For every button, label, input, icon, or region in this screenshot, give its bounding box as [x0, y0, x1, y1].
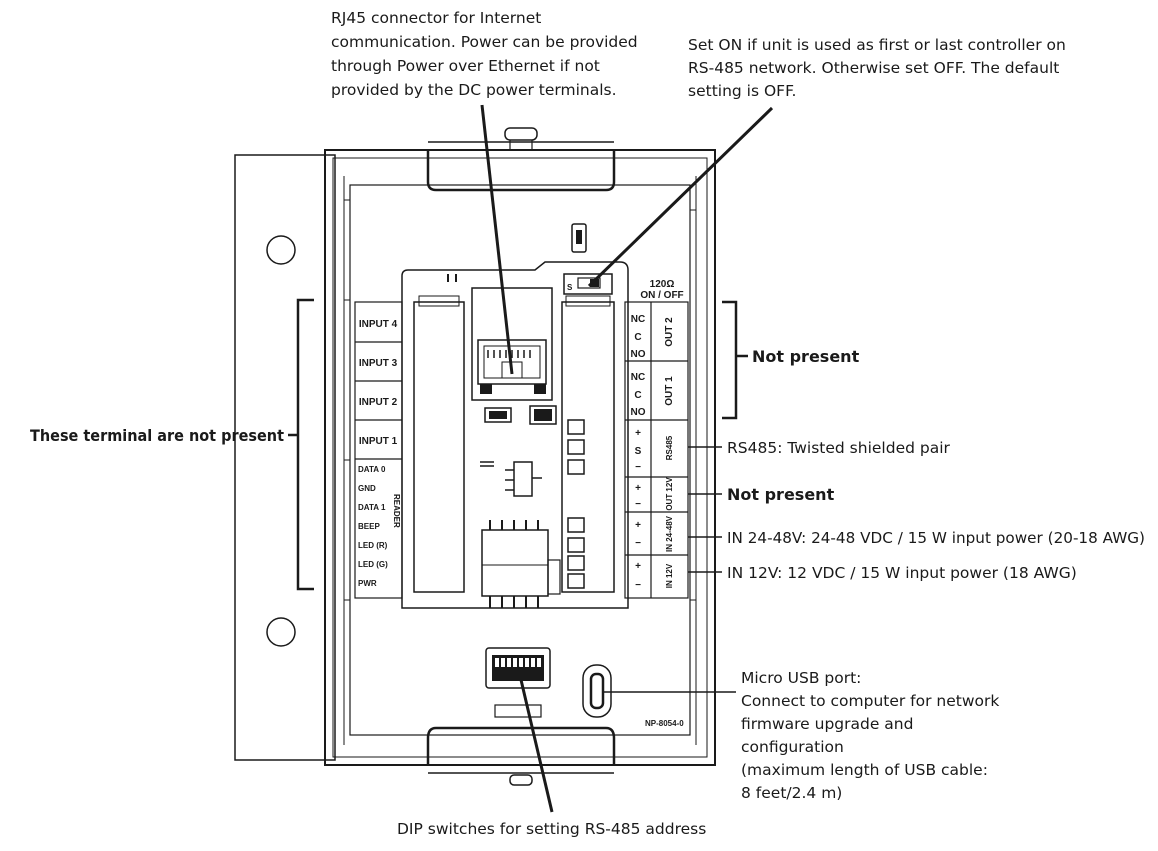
pcb: S 120Ω ON / OFF: [401, 261, 684, 609]
terminal-input-3: INPUT 3: [359, 358, 398, 369]
rj45-note-line-3: through Power over Ethernet if not: [331, 57, 600, 75]
terminal-led-g: LED (G): [358, 560, 388, 569]
switch-mark: S: [567, 283, 573, 292]
out1-pin-no: NO: [631, 407, 646, 418]
terminal-reader-label: READER: [392, 494, 401, 528]
usb-note-line-5: (maximum length of USB cable:: [741, 761, 988, 779]
out12-pin-minus: −: [635, 499, 641, 510]
out12-pin-plus: +: [635, 483, 641, 494]
out2-pin-no: NO: [631, 349, 646, 360]
jumper-label-onoff: ON / OFF: [640, 290, 683, 301]
in12-note: IN 12V: 12 VDC / 15 W input power (18 AW…: [727, 564, 1077, 582]
rs485-label: RS485: [665, 435, 674, 460]
usb-note-line-4: configuration: [741, 738, 844, 756]
left-terminal-strip: INPUT 4 INPUT 3 INPUT 2 INPUT 1 DATA 0 G…: [354, 301, 403, 599]
out2-label: OUT 2: [664, 317, 675, 347]
out2-pin-nc: NC: [631, 314, 645, 325]
terminal-input-1: INPUT 1: [359, 436, 398, 447]
usb-note-line-2: Connect to computer for network: [741, 692, 999, 710]
in12-label: IN 12V: [665, 563, 674, 588]
top-slide-switch: [571, 223, 587, 253]
terminals-not-present-note: These terminal are not present: [30, 426, 284, 445]
terminal-led-r: LED (R): [358, 541, 388, 550]
usb-note-line-6: 8 feet/2.4 m): [741, 784, 842, 802]
termination-note-line-3: setting is OFF.: [688, 82, 796, 100]
callout-lines: [288, 104, 774, 813]
termination-note-line-2: RS-485 network. Otherwise set OFF. The d…: [688, 59, 1059, 77]
terminal-screws: [567, 419, 585, 589]
out1-label: OUT 1: [664, 376, 675, 406]
rs485-pin-plus: +: [635, 428, 641, 439]
mounting-hole-bottom: [266, 617, 296, 647]
right-terminal-strip: NC C NO OUT 2 NC C NO OUT 1 + S − RS485 …: [624, 301, 689, 599]
in2448-label: IN 24-48V: [665, 515, 674, 552]
outputs-not-present-note: Not present: [752, 347, 860, 366]
micro-usb-port: [582, 664, 612, 718]
out2-pin-c: C: [634, 332, 641, 343]
jumper-label-ohms: 120Ω: [650, 279, 675, 290]
in2448-pin-minus: −: [635, 538, 641, 549]
model-number: NP-8054-0: [645, 719, 684, 728]
rs485-pin-s: S: [635, 446, 642, 457]
terminal-data-1: DATA 1: [358, 503, 386, 512]
rs485-pin-minus: −: [635, 462, 641, 473]
dip-switch-note: DIP switches for setting RS-485 address: [397, 820, 706, 838]
in12-pin-minus: −: [635, 580, 641, 591]
callout-usb: Micro USB port: Connect to computer for …: [741, 669, 999, 802]
usb-note-line-1: Micro USB port:: [741, 669, 861, 687]
in2448-pin-plus: +: [635, 520, 641, 531]
in2448-note: IN 24-48V: 24-48 VDC / 15 W input power …: [727, 529, 1145, 547]
terminal-input-2: INPUT 2: [359, 397, 398, 408]
terminal-input-4: INPUT 4: [359, 319, 398, 330]
rj45-note-line-2: communication. Power can be provided: [331, 33, 638, 51]
in12-pin-plus: +: [635, 561, 641, 572]
rj45-connector: [471, 287, 553, 401]
usb-note-line-3: firmware upgrade and: [741, 715, 913, 733]
terminal-pwr: PWR: [358, 579, 377, 588]
rs485-note: RS485: Twisted shielded pair: [727, 439, 951, 457]
enclosure: [234, 127, 716, 786]
termination-note-line-1: Set ON if unit is used as first or last …: [688, 36, 1066, 54]
out1-pin-c: C: [634, 390, 641, 401]
out1-pin-nc: NC: [631, 372, 645, 383]
termination-jumper: S: [563, 273, 613, 295]
out12-label: OUT 12V: [665, 477, 674, 511]
rj45-note-line-4: provided by the DC power terminals.: [331, 81, 617, 99]
terminal-data-0: DATA 0: [358, 465, 386, 474]
rj45-note-line-1: RJ45 connector for Internet: [331, 9, 541, 27]
callout-termination: Set ON if unit is used as first or last …: [688, 36, 1066, 100]
mounting-hole-top: [266, 235, 296, 265]
callout-rj45: RJ45 connector for Internet communicatio…: [331, 9, 638, 99]
terminal-beep: BEEP: [358, 522, 380, 531]
out12-not-present-note: Not present: [727, 485, 835, 504]
terminal-gnd: GND: [358, 484, 376, 493]
